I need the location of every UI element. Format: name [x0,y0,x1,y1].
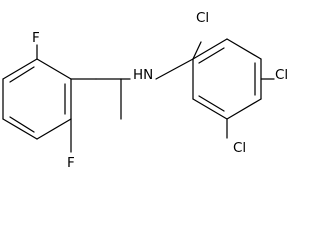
bond-n-c [155,58,194,80]
nh-atom-label: HN [133,67,153,83]
bond [192,98,228,120]
difluorophenyl-ring [2,58,72,140]
bond [192,38,228,60]
chlorine-atom-label: Cl [196,10,209,26]
chlorine-atom-label: Cl [233,140,246,156]
double-bond-inner [9,116,35,133]
bond [226,98,262,120]
chlorine-atom-label: Cl [275,67,288,83]
trichlorophenyl-ring [192,38,262,120]
double-bond-inner [198,95,225,112]
chemical-structure-diagram: F F HN Cl Cl Cl [2,10,288,171]
fluorine-atom-label: F [67,155,75,171]
bond [2,58,38,80]
double-bond-inner [9,66,35,83]
bond [36,58,72,80]
fluorine-atom-label: F [32,30,40,46]
bond [2,118,38,140]
ethylidene-linker [70,78,131,120]
bond-c-cl [192,41,202,60]
bond [226,38,262,60]
bond [36,118,72,140]
double-bond-inner [198,47,225,64]
